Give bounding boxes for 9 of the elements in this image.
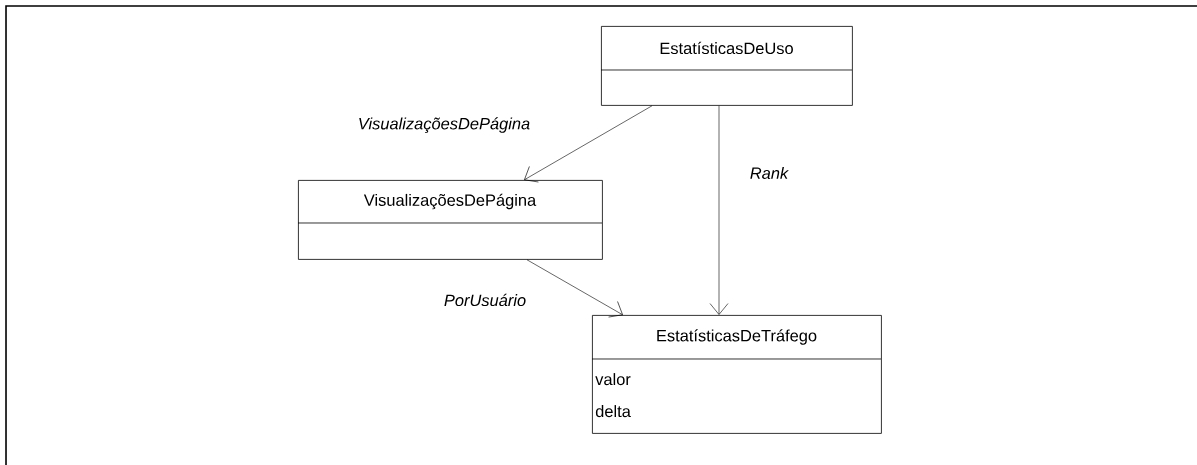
class-box: EstatísticasDeTráfego valor delta bbox=[591, 315, 882, 434]
edge-label: VisualizaçõesDePágina bbox=[356, 116, 532, 134]
edge-label: Rank bbox=[748, 165, 790, 181]
association-arrow bbox=[709, 105, 729, 315]
association-arrow bbox=[524, 105, 653, 183]
edge-label: PorUsuário bbox=[442, 292, 528, 308]
class-box: EstatísticasDeUso bbox=[600, 26, 853, 106]
class-box: VisualizaçõesDePágina bbox=[297, 180, 603, 260]
association-arrow bbox=[526, 259, 623, 318]
